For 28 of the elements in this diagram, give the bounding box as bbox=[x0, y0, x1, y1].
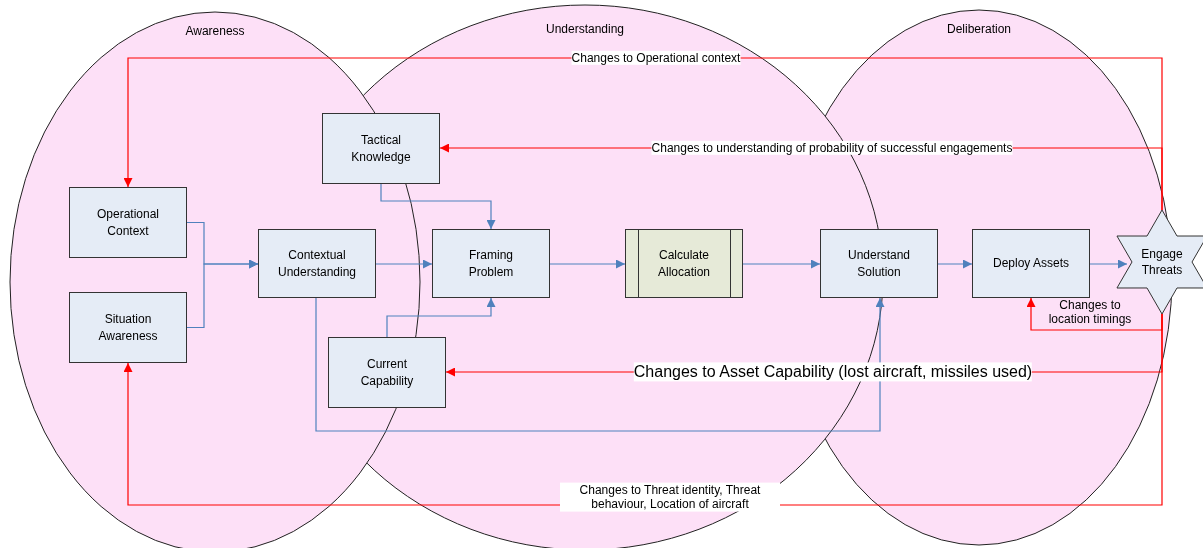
arrow bbox=[937, 259, 973, 269]
arrow bbox=[549, 259, 626, 269]
edge-label: Changes to Operational context bbox=[571, 50, 741, 66]
arrow bbox=[1026, 297, 1163, 331]
edge-label: Changes to Asset Capability (lost aircraft, missiles used) bbox=[633, 362, 1033, 382]
arrow bbox=[742, 259, 821, 269]
process-box: Understand Solution bbox=[820, 229, 938, 298]
arrow bbox=[386, 297, 496, 338]
phase-title: Awareness bbox=[185, 24, 245, 38]
arrow bbox=[380, 183, 496, 230]
phase-title: Understanding bbox=[545, 22, 625, 36]
edge-label: Changes to location timings bbox=[1047, 297, 1133, 327]
process-box: Deploy Assets bbox=[972, 229, 1090, 298]
edge-label: Changes to understanding of probability of successful engagements bbox=[651, 140, 1013, 156]
edge-label: Changes to Threat identity, Threat behaviour, Location of aircraft bbox=[560, 482, 780, 512]
node-label: Engage Threats bbox=[1140, 245, 1184, 279]
arrow bbox=[315, 297, 885, 432]
process-box: Tactical Knowledge bbox=[322, 113, 440, 184]
arrow bbox=[1089, 259, 1128, 269]
phase-title: Deliberation bbox=[946, 22, 1011, 36]
process-box: Operational Context bbox=[69, 187, 187, 258]
process-box: Contextual Understanding bbox=[258, 229, 376, 298]
arrow bbox=[375, 259, 433, 269]
process-box: Situation Awareness bbox=[69, 292, 187, 363]
process-box: Current Capability bbox=[328, 337, 446, 408]
process-box: Framing Problem bbox=[432, 229, 550, 298]
arrow bbox=[186, 259, 259, 329]
predefined-process-box: Calculate Allocation bbox=[625, 229, 743, 298]
